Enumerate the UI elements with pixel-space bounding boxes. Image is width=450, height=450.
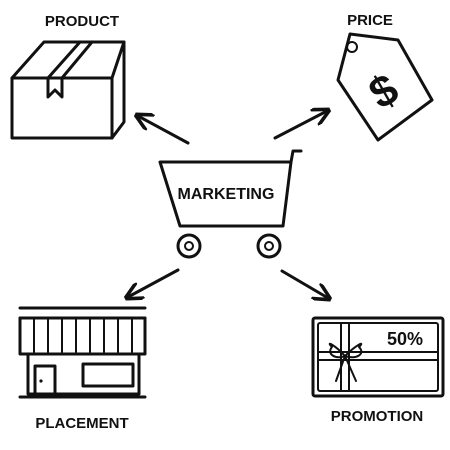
arrow-to-product — [138, 116, 190, 145]
price-tag-icon: $ — [336, 32, 434, 142]
dollar-sign: $ — [361, 64, 407, 119]
shopping-cart-icon — [158, 149, 303, 259]
discount-badge: 50% — [387, 329, 423, 349]
arrow-to-placement — [128, 268, 180, 297]
product-node: PRODUCT — [10, 13, 126, 140]
product-label: PRODUCT — [45, 13, 119, 30]
placement-node: PLACEMENT — [18, 306, 147, 432]
promotion-node: 50% PROMOTION — [311, 316, 445, 425]
promotion-label: PROMOTION — [331, 408, 424, 425]
placement-label: PLACEMENT — [35, 415, 128, 432]
arrows — [128, 111, 328, 298]
storefront-icon — [18, 306, 147, 399]
arrow-to-price — [273, 111, 327, 140]
center-node: MARKETING — [158, 149, 303, 259]
center-label: MARKETING — [178, 186, 275, 203]
price-label: PRICE — [347, 12, 393, 29]
box-icon — [10, 40, 126, 140]
gift-card-icon: 50% — [311, 316, 445, 398]
arrow-to-promotion — [280, 269, 328, 298]
price-node: PRICE $ — [336, 12, 434, 142]
